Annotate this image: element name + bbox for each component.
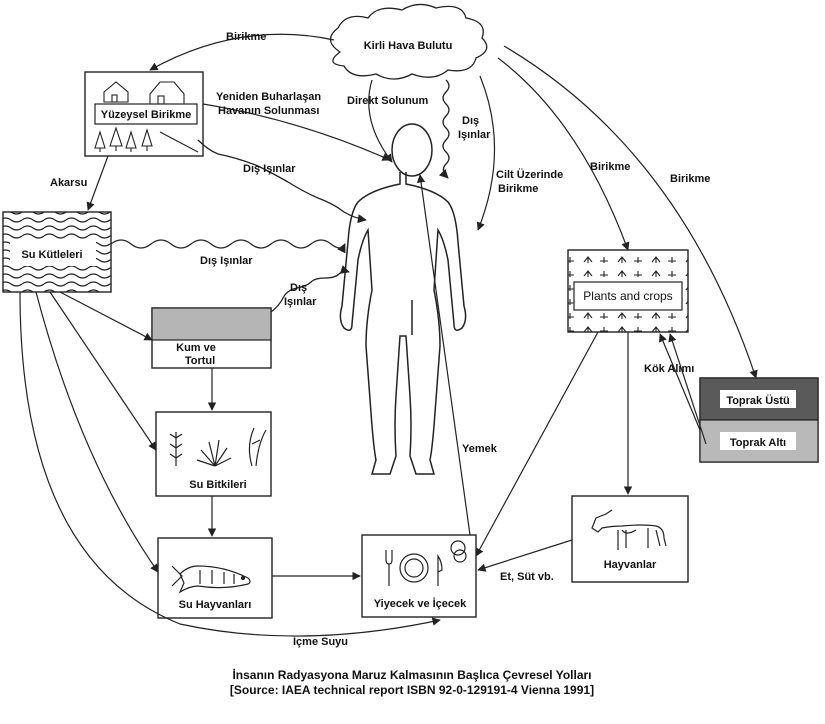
edge-label-sediment-rays-2: Işınlar [284,296,317,308]
edge-label-direct-inhalation: Direkt Solunum [347,95,429,107]
caption-title: İnsanın Radyasyona Maruz Kalmasının Başl… [232,667,591,682]
edge-plants-to-food [475,331,599,557]
edge-label-deposit-plants: Birikme [590,161,630,173]
edge-label-ingestion: Yemek [462,443,498,455]
edge-label-meat-milk: Et, Süt vb. [500,571,554,583]
surface-deposit-node: Yüzeysel Birikme [84,71,204,157]
animals-label: Hayvanlar [604,559,657,571]
food-drink-label: Yiyecek ve İçecek [374,597,467,610]
caption-source: [Source: IAEA technical report ISBN 92-0… [230,683,594,697]
water-bodies-node: Su Kütleleri [2,211,112,293]
sediment-label-line1: Kum ve [176,342,216,354]
surface-deposit-label: Yüzeysel Birikme [101,109,192,121]
cow-icon [591,509,667,550]
edge-cloud-to-plants [497,57,630,251]
soil-node: Toprak Üstü Toprak Altı [699,377,819,463]
human-figure [339,123,467,475]
edge-label-cloud-rays-1: Dış [462,115,479,127]
edge-runoff [86,155,109,211]
edge-water-to-aqplants [49,291,157,451]
edge-label-resuspension-2: Havanın Solunması [218,105,319,117]
pollution-cloud: Kirli Hava Bulutu [329,3,488,80]
edge-water-rays [110,239,346,254]
edge-surface-rays [197,139,367,224]
trees-icon [94,126,199,153]
edge-label-deposit-soil: Birikme [670,173,710,185]
edge-label-drinking-water: İçme Suyu [293,635,348,648]
edge-cloud-to-surface [149,33,335,71]
cloud-label: Kirli Hava Bulutu [364,40,453,52]
edge-skin-deposit [476,75,496,231]
edge-cloud-rays [438,79,450,179]
edge-label-runoff: Akarsu [50,177,87,189]
aquatic-plants-node: Su Bitkileri [155,411,272,497]
water-bodies-label: Su Kütleleri [21,249,82,261]
edge-label-skin-1: Cilt Üzerinde [496,168,563,181]
food-drink-node: Yiyecek ve İçecek [361,534,477,618]
edge-label-resuspension-1: Yeniden Buharlaşan [216,91,321,103]
plants-crops-node: Plants and crops [567,249,689,333]
edge-animals-to-food [477,539,573,572]
edge-root-uptake-1 [659,333,701,431]
edge-water-to-sediment [59,291,153,341]
edge-ingestion [416,174,471,536]
edge-label-deposit-top: Birikme [226,31,266,43]
edge-resuspension [202,103,391,161]
edge-label-cloud-rays-2: Işınlar [458,129,491,141]
edge-root-uptake-2 [668,333,707,445]
edge-water-to-aqanimals [35,291,159,573]
edge-drinking-water [19,291,441,637]
subsoil-label: Toprak Altı [730,437,786,449]
topsoil-label: Toprak Üstü [726,394,789,407]
edge-label-skin-2: Birikme [498,183,538,195]
edge-label-surface-rays: Dış Işınlar [243,163,296,175]
aquatic-animals-node: Su Hayvanları [157,537,273,619]
edge-cloud-to-soil [503,45,758,379]
plants-crops-label: Plants and crops [583,289,672,303]
edge-label-root-uptake: Kök Alımı [644,363,694,375]
edge-label-water-rays: Dış Işınlar [200,255,253,267]
place-setting-icon [385,540,467,586]
animals-node: Hayvanlar [571,495,689,583]
edge-label-sediment-rays-1: Dış [290,282,307,294]
fish-icon [171,565,251,594]
sediment-node: Kum ve Tortul [151,307,272,369]
aquatic-plants-label: Su Bitkileri [189,479,246,491]
aquatic-plant-icon [169,427,267,467]
aquatic-animals-label: Su Hayvanları [179,599,252,611]
edge-sediment-rays [270,265,350,313]
edge-direct-inhalation [368,79,393,163]
sediment-label-line2: Tortul [185,355,215,367]
